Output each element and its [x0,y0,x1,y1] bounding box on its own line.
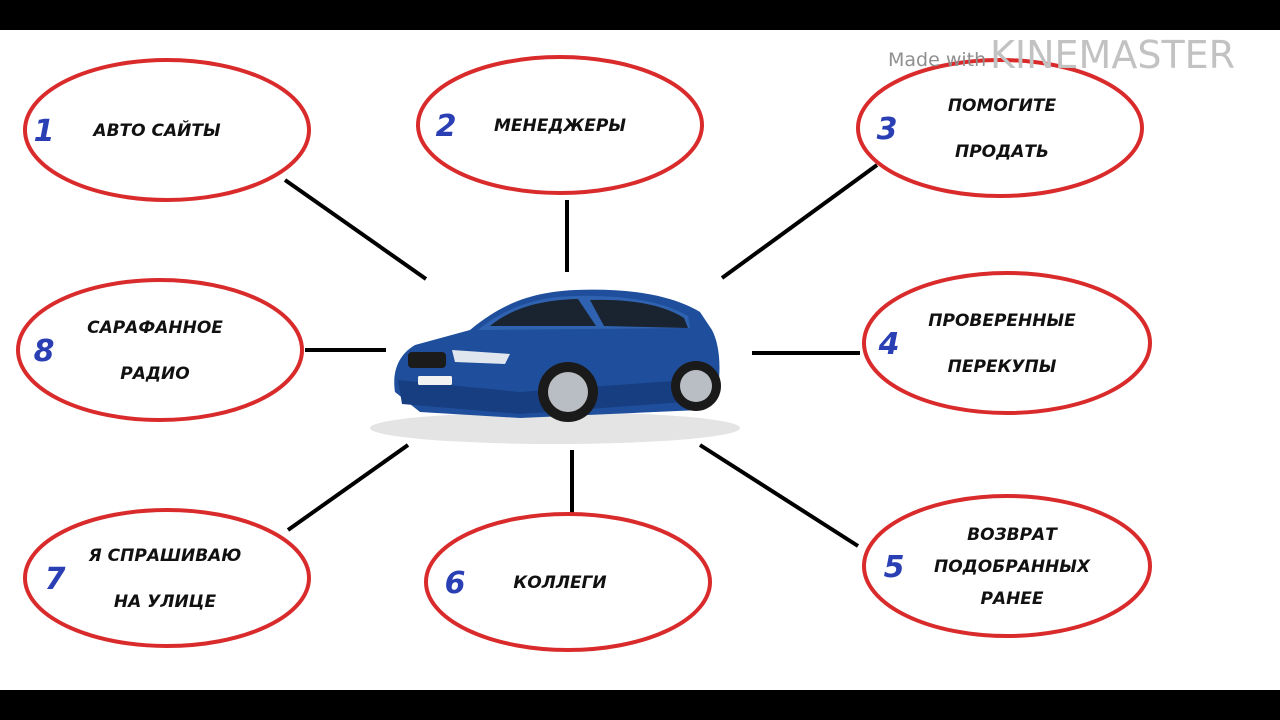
node-label-3-line-1: ПОМОГИТЕ [948,96,1057,116]
node-label-7-line-1: Я СПРАШИВАЮ [88,546,242,566]
node-1: 1 АВТО САЙТЫ [23,58,311,202]
node-oval-5 [862,494,1152,638]
radial-diagram: 1 АВТО САЙТЫ 2 МЕНЕДЖЕРЫ 3 ПОМОГИТЕ ПРОДАТЬ 4 ПР… [16,33,1235,652]
node-oval-3 [856,58,1144,198]
node-label-1-line-1: АВТО САЙТЫ [91,119,221,141]
node-number-7: 7 [45,562,66,597]
node-2: 2 МЕНЕДЖЕРЫ [416,55,704,195]
node-number-3: 3 [877,112,898,147]
car-shadow [370,412,740,444]
car-windshield [490,299,596,326]
connector-line-1 [283,178,428,281]
node-oval-1 [23,58,311,202]
diagram-canvas: 1 АВТО САЙТЫ 2 МЕНЕДЖЕРЫ 3 ПОМОГИТЕ ПРОДАТЬ 4 ПР… [0,30,1280,690]
connector-line-3 [720,163,879,280]
car-grille [408,352,446,368]
node-number-2: 2 [436,109,457,144]
car-side-window [590,299,688,328]
node-label-4-line-1: ПРОВЕРЕННЫЕ [928,311,1076,331]
node-label-2-line-1: МЕНЕДЖЕРЫ [494,116,626,136]
node-label-6-line-1: КОЛЛЕГИ [513,573,606,593]
watermark-brand: KINEMASTER [990,33,1235,77]
node-label-5-line-1: ВОЗВРАТ [967,525,1058,545]
car-headlight [452,350,510,364]
node-oval-7 [23,508,311,648]
watermark-prefix: Made with [888,49,986,71]
node-number-1: 1 [34,114,55,149]
car-plate [418,376,452,385]
node-5: 5 ВОЗВРАТ ПОДОБРАННЫХ РАНЕЕ [862,494,1152,638]
node-oval-8 [16,278,304,422]
node-label-8-line-1: САРАФАННОЕ [87,318,223,338]
car-front-rim [548,372,588,412]
node-4: 4 ПРОВЕРЕННЫЕ ПЕРЕКУПЫ [862,271,1152,415]
node-number-4: 4 [878,327,900,362]
node-label-3-line-2: ПРОДАТЬ [955,142,1049,162]
node-label-8-line-2: РАДИО [120,364,189,384]
connector-lines [283,163,879,548]
node-number-6: 6 [445,566,466,601]
node-oval-2 [416,55,704,195]
node-6: 6 КОЛЛЕГИ [424,512,712,652]
node-label-7-line-2: НА УЛИЦЕ [114,592,217,612]
connector-line-7 [286,443,410,532]
node-group: 1 АВТО САЙТЫ 2 МЕНЕДЖЕРЫ 3 ПОМОГИТЕ ПРОДАТЬ 4 ПР… [16,55,1152,652]
car-rear-rim [680,370,712,402]
node-number-8: 8 [34,334,55,369]
node-oval-6 [424,512,712,652]
node-3: 3 ПОМОГИТЕ ПРОДАТЬ [856,58,1144,198]
connector-line-5 [698,443,860,548]
node-label-4-line-2: ПЕРЕКУПЫ [948,357,1057,377]
node-label-5-line-2: ПОДОБРАННЫХ [934,557,1091,577]
car-illustration [370,289,740,444]
node-number-5: 5 [884,550,905,585]
node-7: 7 Я СПРАШИВАЮ НА УЛИЦЕ [23,508,311,648]
node-oval-4 [862,271,1152,415]
node-label-5-line-3: РАНЕЕ [980,589,1043,609]
node-8: 8 САРАФАННОЕ РАДИО [16,278,304,422]
